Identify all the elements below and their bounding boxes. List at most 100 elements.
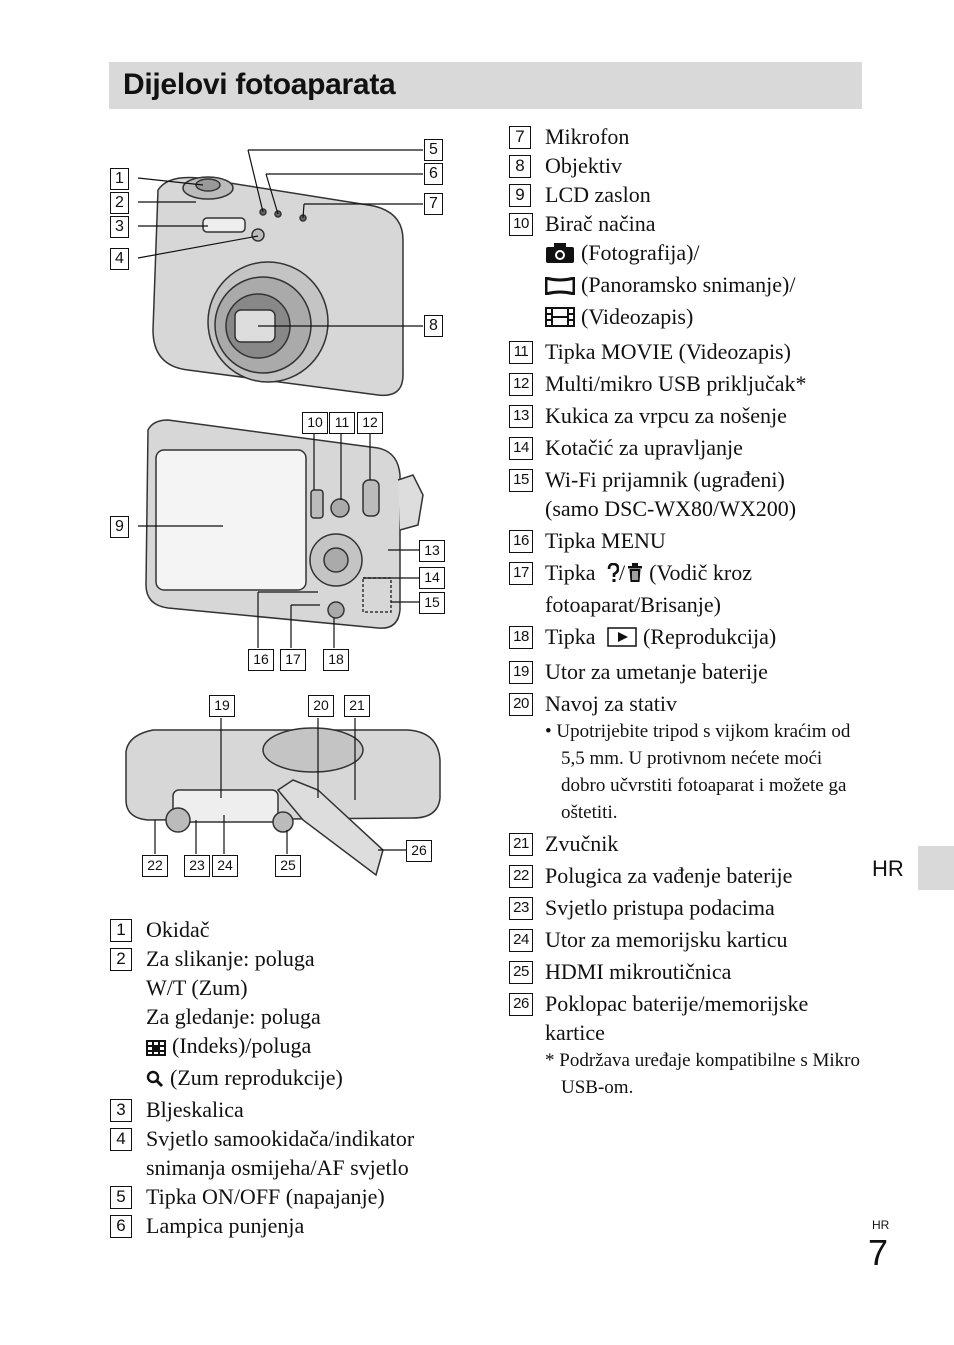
list-item: 2 Za slikanje: poluga W/T (Zum) Za gleda… [110, 944, 470, 1095]
callout-19: 19 [209, 695, 235, 717]
item-number: 22 [509, 865, 533, 888]
item-number: 25 [509, 961, 533, 984]
item-number: 21 [509, 833, 533, 856]
list-item: 1 Okidač [110, 915, 470, 944]
item-number: 8 [509, 155, 531, 178]
page-lang: HR [872, 1218, 890, 1232]
list-item: 18 Tipka (Reprodukcija) [509, 622, 869, 654]
callout-14: 14 [419, 567, 445, 589]
item-number: 18 [509, 626, 533, 649]
callout-25: 25 [275, 855, 301, 877]
callout-13: 13 [419, 540, 445, 562]
trash-icon [627, 561, 643, 590]
callout-20: 20 [308, 695, 334, 717]
callout-24: 24 [212, 855, 238, 877]
callout-26: 26 [406, 840, 432, 862]
camera-bottom-view [125, 727, 441, 877]
callout-21: 21 [344, 695, 370, 717]
item-number: 14 [509, 437, 533, 460]
item-number: 3 [110, 1099, 132, 1122]
callout-11: 11 [329, 412, 355, 434]
page-title: Dijelovi fotoaparata [123, 68, 396, 101]
item-number: 1 [110, 919, 132, 942]
list-item: 5 Tipka ON/OFF (napajanje) [110, 1182, 470, 1211]
parts-list-left: 1 Okidač 2 Za slikanje: poluga W/T (Zum)… [110, 915, 470, 1240]
list-item: 6 Lampica punjenja [110, 1211, 470, 1240]
magnifier-icon [146, 1066, 164, 1095]
movie-icon [545, 305, 575, 334]
callout-4: 4 [110, 248, 129, 270]
list-item: 10 Birač načina (Fotografija)/ (Panorams… [509, 209, 869, 334]
callout-7: 7 [424, 193, 443, 215]
callout-22: 22 [142, 855, 168, 877]
callout-12: 12 [357, 412, 383, 434]
help-icon [607, 561, 620, 590]
item-number: 15 [509, 469, 533, 492]
item-number: 26 [509, 993, 533, 1016]
tripod-note: • Upotrijebite tripod s vijkom kraćim od… [545, 721, 851, 823]
item-number: 24 [509, 929, 533, 952]
panorama-icon [544, 273, 576, 302]
list-item: 17 Tipka /(Vodič kroz fotoaparat/Brisanj… [509, 558, 869, 619]
callout-23: 23 [184, 855, 210, 877]
page-number: 7 [868, 1232, 889, 1273]
callout-8: 8 [424, 315, 443, 337]
item-number: 12 [509, 373, 533, 396]
callout-6: 6 [424, 163, 443, 185]
item-number: 7 [509, 126, 531, 149]
callout-10: 10 [302, 412, 328, 434]
callout-1: 1 [110, 168, 129, 190]
camera-illustration [125, 149, 441, 877]
camera-mode-icon [545, 241, 575, 270]
item-number: 13 [509, 405, 533, 428]
item-number: 4 [110, 1128, 132, 1151]
list-item: 3 Bljeskalica [110, 1095, 470, 1124]
camera-front-view [152, 176, 404, 397]
callout-9: 9 [110, 516, 129, 538]
camera-figure: 1 2 3 4 5 6 7 8 9 10 11 12 13 14 15 16 1… [108, 130, 458, 890]
callout-18: 18 [323, 649, 349, 671]
camera-back-view [145, 419, 424, 629]
callout-16: 16 [248, 649, 274, 671]
callout-15: 15 [419, 592, 445, 614]
item-number: 11 [509, 341, 533, 364]
item-number: 10 [509, 213, 533, 236]
item-number: 2 [110, 948, 132, 971]
language-tab [918, 846, 954, 890]
item-number: 16 [509, 530, 533, 553]
title-bar: Dijelovi fotoaparata [109, 62, 862, 109]
item-number: 17 [509, 562, 533, 585]
usb-note: * Podržava uređaje kompatibilne s Mikro … [545, 1050, 861, 1098]
play-icon [607, 625, 637, 654]
item-number: 5 [110, 1186, 132, 1209]
item-number: 23 [509, 897, 533, 920]
index-grid-icon [146, 1034, 166, 1063]
item-number: 19 [509, 661, 533, 684]
list-item: 4 Svjetlo samookidača/indikator snimanja… [110, 1124, 470, 1182]
callout-5: 5 [424, 139, 443, 161]
callout-2: 2 [110, 192, 129, 214]
item-number: 9 [509, 184, 531, 207]
item-number: 6 [110, 1215, 132, 1238]
callout-17: 17 [280, 649, 306, 671]
item-number: 20 [509, 693, 533, 716]
language-label: HR [872, 856, 904, 881]
callout-3: 3 [110, 216, 129, 238]
